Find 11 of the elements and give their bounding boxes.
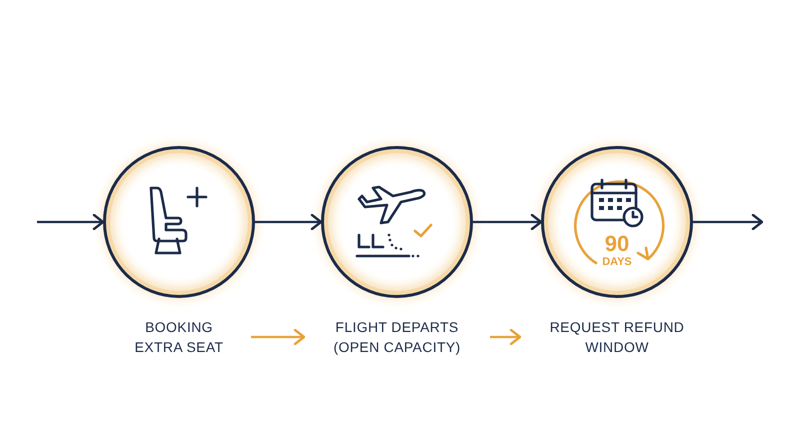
arrow <box>490 328 522 346</box>
arrow <box>37 214 104 230</box>
step-label: REQUEST REFUND WINDOW <box>542 317 692 357</box>
day-count: 90 <box>604 232 630 254</box>
arrow <box>251 328 306 346</box>
arrow <box>693 214 764 230</box>
step-label: BOOKING EXTRA SEAT <box>129 317 229 357</box>
arrow <box>473 214 542 230</box>
arrow <box>255 214 322 230</box>
day-unit: DAYS <box>602 256 632 268</box>
step-label: FLIGHT DEPARTS (OPEN CAPACITY) <box>326 317 468 357</box>
